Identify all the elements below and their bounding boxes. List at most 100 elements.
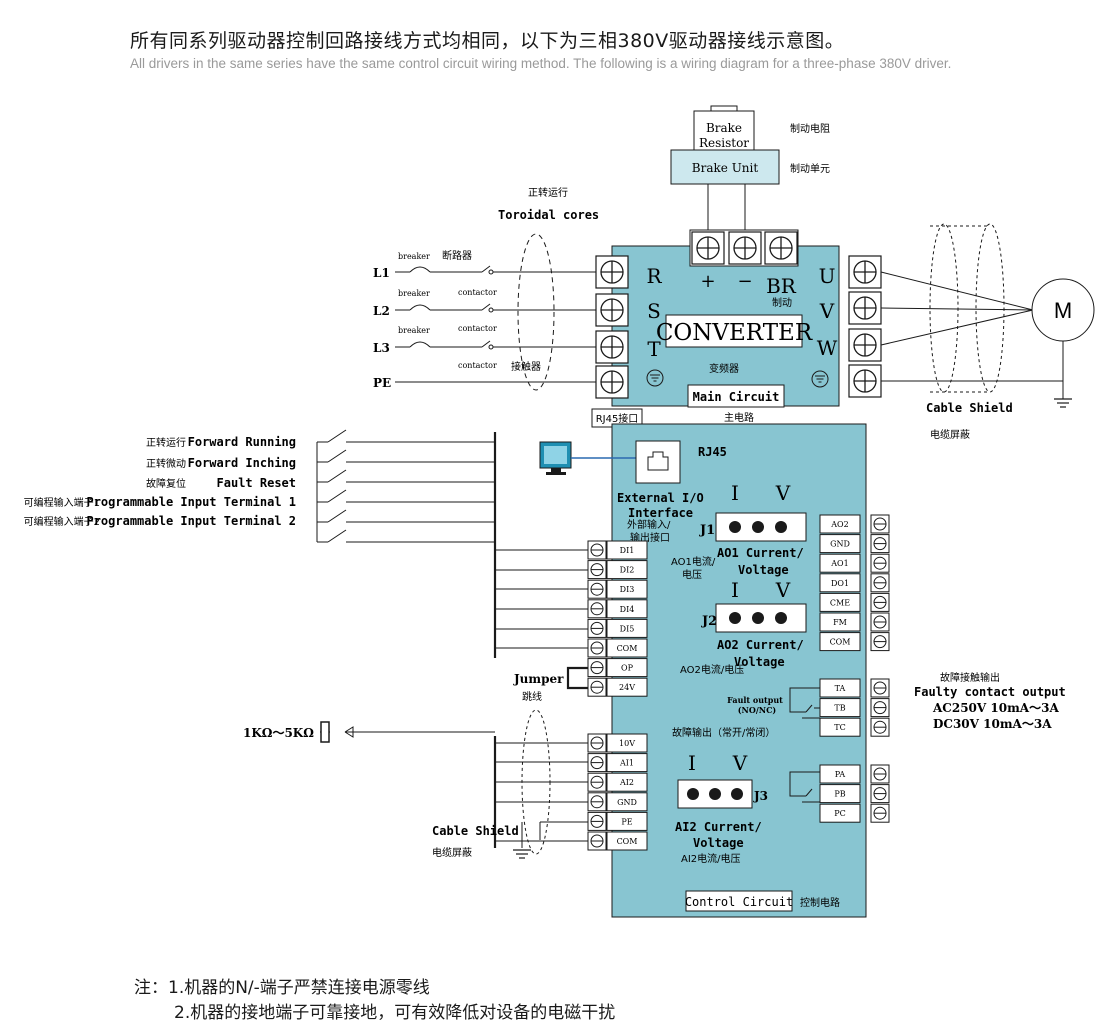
ao1-label-1: AO1 Current/ xyxy=(717,546,804,560)
terminal-br xyxy=(764,231,798,265)
relay-terminal-tb xyxy=(870,698,890,718)
left-analog-terminal-box xyxy=(606,772,648,792)
fault-contact-ac: AC250V 10mA～3A xyxy=(932,701,1059,715)
left-analog-terminal-label: 10V xyxy=(619,739,635,748)
terminal-s xyxy=(595,293,629,327)
left-analog-terminal-label: AI2 xyxy=(619,778,634,787)
j3-v-label: V xyxy=(732,751,748,775)
fault-out-cn: 故障输出（常开/常闭） xyxy=(672,726,775,739)
relay-terminal-tc xyxy=(870,717,890,737)
t-label: T xyxy=(647,337,661,361)
j2-i-label: I xyxy=(731,578,739,602)
left-terminal-box xyxy=(606,540,648,560)
right-terminal-box xyxy=(819,534,861,554)
right-terminal-ao2 xyxy=(870,514,890,534)
brake-resistor-cn: 制动电阻 xyxy=(790,122,830,135)
control-circuit-cn: 控制电路 xyxy=(800,896,840,909)
left-terminal-label: DI3 xyxy=(620,585,635,594)
left-terminal-label: OP xyxy=(621,664,634,673)
motor-circle xyxy=(1031,278,1095,342)
left-terminal-box xyxy=(606,677,648,697)
fault-out-label-1: Fault output xyxy=(727,695,783,705)
main-circuit-label: Main Circuit xyxy=(693,390,780,404)
right-terminal-box xyxy=(819,612,861,632)
left-analog-terminal-label: PE xyxy=(621,817,632,826)
main-circuit-cn: 主电路 xyxy=(724,411,754,424)
input-label-cn-1: 正转运行 xyxy=(146,436,186,449)
left-analog-terminal-label: COM xyxy=(617,837,638,846)
page-title-en: All drivers in the same series have the … xyxy=(130,56,952,71)
ext-io-cn-1: 外部输入/ xyxy=(627,518,671,531)
pot-label: 1KΩ～5KΩ xyxy=(243,726,314,740)
input-label-en-4: Programmable Input Terminal 1 xyxy=(86,495,296,509)
ao1-cn-2: 电压 xyxy=(682,568,702,581)
converter-box xyxy=(665,314,803,348)
input-label-cn-5: 可编程输入端子2 xyxy=(24,515,100,528)
relay-terminal-label: TB xyxy=(834,704,845,713)
toroidal-label: Toroidal cores xyxy=(498,208,599,222)
terminal-v xyxy=(848,291,882,325)
left-terminal-label: DI4 xyxy=(620,605,635,614)
left-terminal-24v xyxy=(587,677,607,697)
terminal-t xyxy=(595,330,629,364)
left-terminal-di2 xyxy=(587,560,607,580)
terminal-r xyxy=(595,255,629,289)
right-terminal-fm xyxy=(870,612,890,632)
ai2-label-2: Voltage xyxy=(693,836,744,850)
left-terminal-label: 24V xyxy=(619,683,635,692)
rj45-port-label: RJ45接口 xyxy=(596,412,639,425)
left-analog-terminal-box xyxy=(606,792,648,812)
input-label-en-5: Programmable Input Terminal 2 xyxy=(86,514,296,528)
input-label-cn-2: 正转微动 xyxy=(146,457,186,470)
breaker-cn: 断路器 xyxy=(442,249,472,262)
left-analog-terminal-ai2 xyxy=(587,772,607,792)
left-analog-terminal-box xyxy=(606,753,648,773)
left-analog-terminal-box xyxy=(606,733,648,753)
v-label: V xyxy=(819,299,835,323)
relay-p-terminal-pc xyxy=(870,803,890,823)
ao2-label-2: Voltage xyxy=(734,655,785,669)
breaker-label-1: breaker xyxy=(398,252,430,261)
left-terminal-op xyxy=(587,658,607,678)
r-label: R xyxy=(646,264,662,288)
ao2-cn: AO2电流/电压 xyxy=(680,663,744,676)
contactor-cn: 接触器 xyxy=(511,360,541,373)
j2-jumper xyxy=(715,603,807,633)
breaker-label-3: breaker xyxy=(398,326,430,335)
cable-shield-bottom: Cable Shield xyxy=(432,824,519,838)
terminal-plus xyxy=(691,231,725,265)
left-terminal-com xyxy=(587,638,607,658)
terminal-w xyxy=(848,328,882,362)
ext-io-label-2: Interface xyxy=(628,506,693,520)
left-analog-terminal-label: GND xyxy=(617,798,637,807)
relay-p-terminal-label: PB xyxy=(834,790,845,799)
right-terminal-box xyxy=(819,573,861,593)
line-pe: PE xyxy=(373,376,391,390)
cable-shield-bottom-cn: 电缆屏蔽 xyxy=(432,846,472,859)
left-analog-terminal-com xyxy=(587,831,607,851)
right-terminal-label: AO2 xyxy=(830,520,848,529)
forward-run-cn: 正转运行 xyxy=(528,186,568,199)
motor-ground-icon xyxy=(1053,398,1073,408)
ai2-cn: AI2电流/电压 xyxy=(681,852,741,865)
left-analog-terminal-10v xyxy=(587,733,607,753)
converter-label: CONVERTER xyxy=(656,320,813,346)
ao1-cn-1: AO1电流/ xyxy=(671,555,716,568)
right-terminal-box xyxy=(819,632,861,652)
right-terminal-cme xyxy=(870,592,890,612)
ai2-label-1: AI2 Current/ xyxy=(675,820,762,834)
left-terminal-label: COM xyxy=(617,644,638,653)
right-terminal-do1 xyxy=(870,573,890,593)
left-terminal-di3 xyxy=(587,579,607,599)
right-terminal-label: COM xyxy=(830,638,851,647)
relay-terminal-label: TA xyxy=(835,684,846,693)
converter-cn: 变频器 xyxy=(709,362,739,375)
right-terminal-box xyxy=(819,514,861,534)
left-analog-terminal-label: AI1 xyxy=(619,759,634,768)
line-l1: L1 xyxy=(373,266,390,280)
cable-shield-top: Cable Shield xyxy=(926,401,1013,415)
note-line-2: 2.机器的接地端子可靠接地，可有效降低对设备的电磁干扰 xyxy=(174,1003,616,1023)
right-terminal-ao1 xyxy=(870,553,890,573)
main-circuit-box xyxy=(687,384,785,408)
note-line-1: 注：1.机器的N/-端子严禁连接电源零线 xyxy=(134,978,430,998)
